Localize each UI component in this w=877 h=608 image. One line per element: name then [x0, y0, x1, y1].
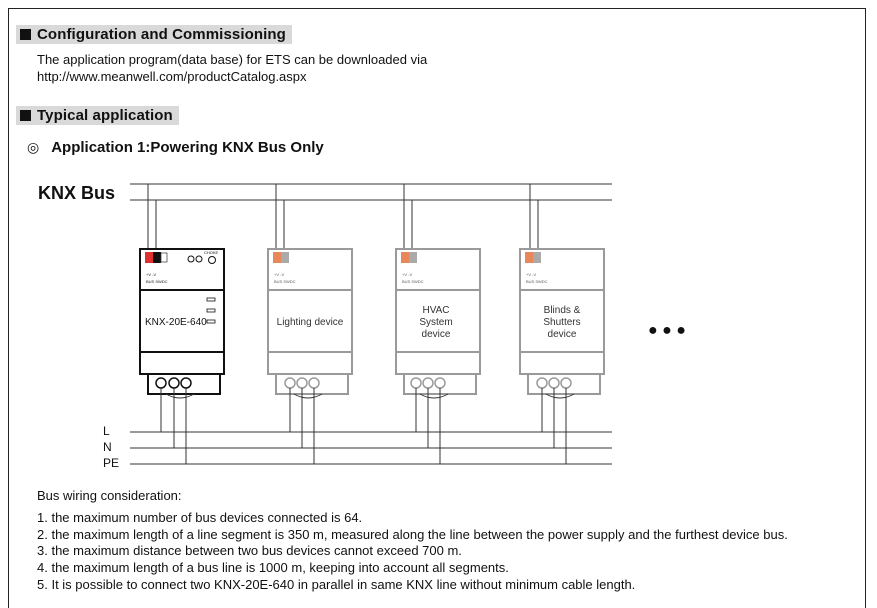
config-link[interactable]: http://www.meanwell.com/productCatalog.a…: [37, 69, 307, 84]
power-terminal-red: [145, 252, 153, 263]
config-text: The application program(data base) for E…: [37, 51, 427, 85]
ps-terminal-label-bottom: BUS SWDC: [146, 279, 168, 284]
choke-label: CHOKE: [204, 250, 219, 255]
power-supply-module: CHOKE +V -V BUS SWDC KNX-20E-640: [139, 248, 225, 395]
svg-text:BUS SWDC: BUS SWDC: [274, 279, 296, 284]
device-name-hvac-2: System: [419, 317, 452, 328]
led-indicator-icon: [187, 255, 195, 263]
square-bullet-icon: [20, 29, 31, 40]
screw-terminal-icon: [168, 377, 180, 389]
mains-drops: [160, 388, 575, 464]
device-name-blinds-3: device: [548, 329, 577, 340]
wiring-heading: Bus wiring consideration:: [37, 488, 182, 503]
led-indicator-icon: [195, 255, 203, 263]
list-item: 1. the maximum number of bus devices con…: [37, 510, 363, 525]
power-supply-name: KNX-20E-640: [145, 317, 207, 328]
wiring-notes-list: 1. the maximum number of bus devices con…: [37, 510, 788, 594]
screw-terminal-icon: [180, 377, 192, 389]
power-terminal-black: [153, 252, 161, 263]
mains-label-l: L: [103, 424, 110, 438]
section-title-config: Configuration and Commissioning: [37, 26, 286, 43]
device-name-blinds-1: Blinds &: [544, 305, 581, 316]
device-module-blinds: +V -V BUS SWDC Blinds & Shutters device: [519, 248, 605, 395]
double-circle-icon: ◎: [27, 139, 40, 155]
list-item: 4. the maximum length of a bus line is 1…: [37, 560, 509, 576]
application-title: ◎ Application 1:Powering KNX Bus Only: [27, 139, 324, 156]
svg-text:+V -V: +V -V: [402, 272, 412, 277]
list-item: 5. It is possible to connect two KNX-20E…: [37, 576, 636, 592]
list-item: 2. the maximum length of a line segment …: [37, 526, 788, 542]
device-module-lighting: +V -V BUS SWDC Lighting device: [267, 248, 353, 395]
screw-terminal-icon: [155, 377, 167, 389]
ps-terminal-label-top: +V -V: [146, 272, 156, 277]
mains-label-n: N: [103, 440, 112, 454]
page-frame: [8, 8, 866, 608]
device-name-lighting: Lighting device: [277, 317, 344, 328]
square-bullet-icon: [20, 110, 31, 121]
mains-label-pe: PE: [103, 456, 119, 470]
list-item: 3. the maximum distance between two bus …: [37, 543, 462, 559]
config-line-1: The application program(data base) for E…: [37, 52, 428, 67]
knx-bus-label: KNX Bus: [38, 183, 115, 203]
device-module-hvac: +V -V BUS SWDC HVAC System device: [395, 248, 481, 395]
device-name-blinds-2: Shutters: [543, 317, 580, 328]
more-devices-ellipsis: ● ● ●: [648, 322, 686, 339]
svg-text:+V -V: +V -V: [526, 272, 536, 277]
svg-text:+V -V: +V -V: [274, 272, 284, 277]
section-header-config: Configuration and Commissioning: [16, 25, 292, 44]
choke-button-icon: [208, 256, 216, 264]
section-header-typical: Typical application: [16, 106, 179, 125]
device-name-hvac-3: device: [422, 329, 451, 340]
bus-drops: [147, 184, 539, 252]
svg-text:BUS SWDC: BUS SWDC: [526, 279, 548, 284]
section-title-typical: Typical application: [37, 107, 173, 124]
device-name-hvac-1: HVAC: [422, 305, 449, 316]
application-title-text: Application 1:Powering KNX Bus Only: [51, 139, 324, 156]
svg-text:BUS SWDC: BUS SWDC: [402, 279, 424, 284]
